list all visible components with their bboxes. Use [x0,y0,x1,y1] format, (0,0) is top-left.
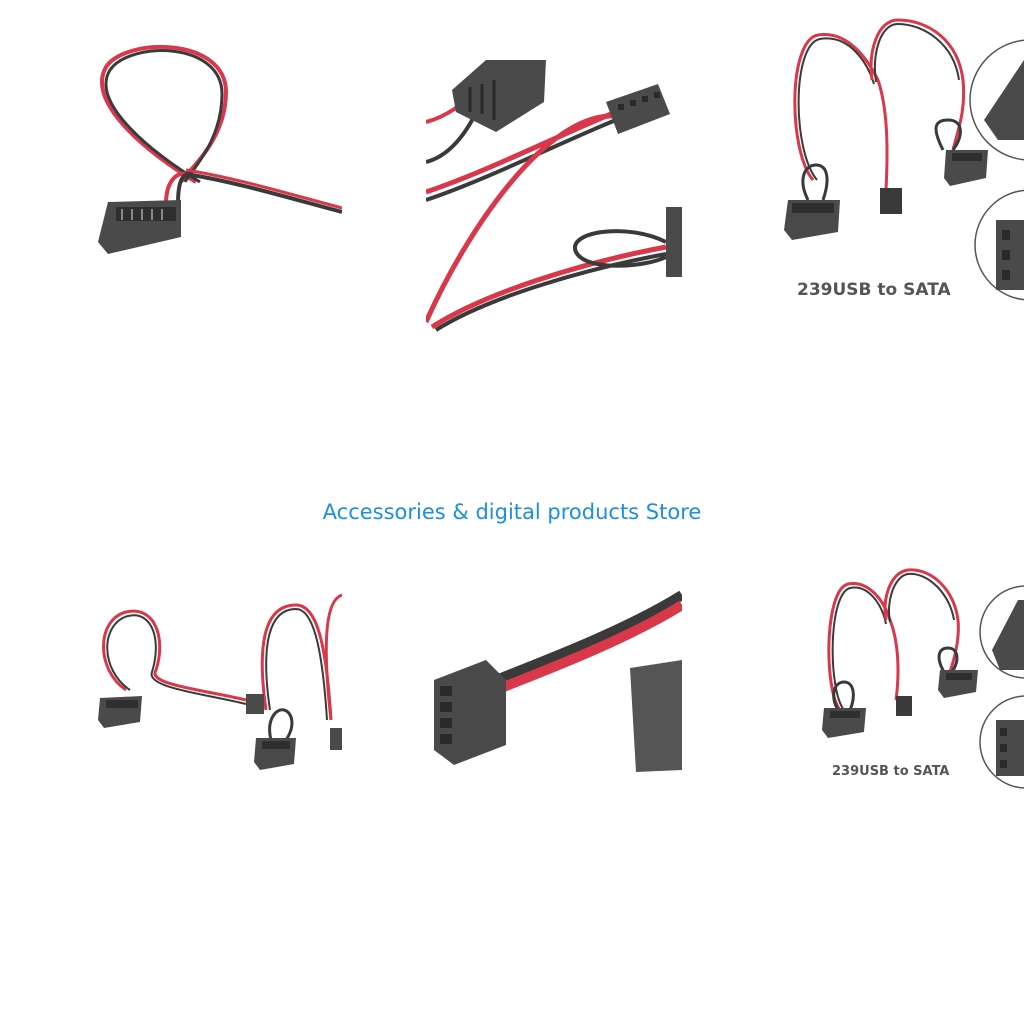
sata-connector-icon [630,660,682,772]
product-image-4[interactable] [86,580,342,790]
sata-connector-icon [452,60,546,132]
cable-overview-illustration [822,568,1024,789]
cable-sata-loop-illustration [98,44,342,254]
product-caption: 239USB to SATA [832,764,950,779]
sata-connector-icon [254,738,296,770]
sata-connector-icon [822,708,866,738]
product-image-1[interactable] [86,32,342,332]
product-image-3[interactable]: 239USB to SATA [768,0,1024,332]
product-image-2[interactable] [426,32,682,332]
cable-overview-illustration [784,18,1024,301]
pin-header-connector-icon [606,84,670,134]
sata-connector-icon [98,200,181,254]
pin-header-closeup-illustration [434,590,682,772]
product-image-6[interactable]: 239USB to SATA [768,560,1024,800]
zoom-detail-circle-icon [979,695,1024,789]
pin-header-connector-icon [434,660,506,765]
pin-header-connector-icon [896,696,912,716]
sata-connector-icon [944,150,988,186]
zoom-detail-circle-icon [969,39,1024,161]
pin-header-connector-icon [330,728,342,750]
zoom-detail-circle-icon [974,189,1024,301]
two-cables-illustration [98,593,342,770]
pin-header-connector-icon [880,188,902,214]
connector-closeup-illustration [426,60,682,332]
sata-connector-icon [666,207,682,277]
sata-connector-icon [938,670,978,698]
pin-header-connector-icon [246,694,264,714]
product-image-5[interactable] [426,580,682,790]
product-caption: 239USB to SATA [797,280,951,300]
store-name-link[interactable]: Accessories & digital products Store [322,500,702,524]
sata-connector-icon [784,200,840,240]
zoom-detail-circle-icon [979,585,1024,679]
sata-connector-icon [98,696,142,728]
